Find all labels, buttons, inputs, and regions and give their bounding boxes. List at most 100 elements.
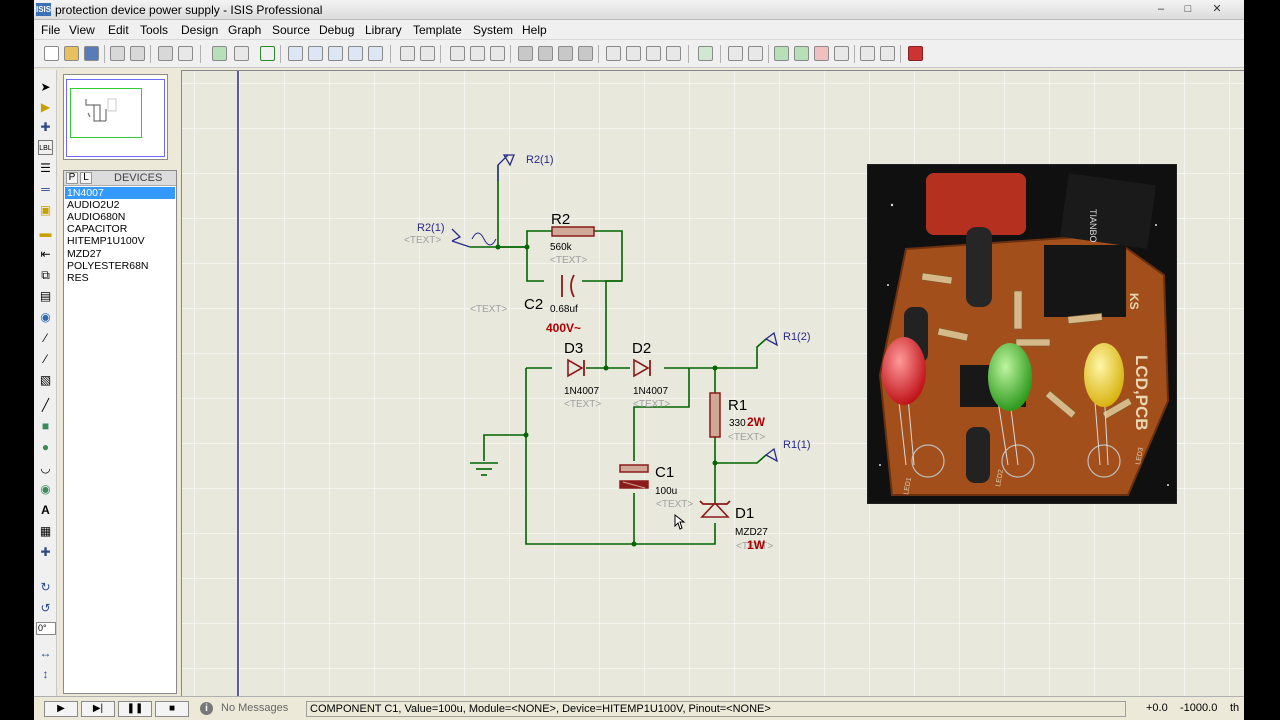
rotate-anticlockwise-icon[interactable]: ↺ (40, 601, 51, 615)
resistor-r1-body[interactable] (709, 392, 721, 438)
save-icon[interactable] (84, 46, 99, 61)
electrical-rules-icon[interactable] (880, 46, 895, 61)
component-mode-icon[interactable]: ▶ (40, 100, 51, 114)
undo-icon[interactable] (400, 46, 415, 61)
device-item[interactable]: MZD27 (67, 248, 102, 260)
zoom-in-icon[interactable] (308, 46, 323, 61)
diode-d3-symbol[interactable] (567, 358, 585, 378)
origin-icon[interactable] (260, 46, 275, 61)
remove-sheet-icon[interactable] (814, 46, 829, 61)
grid-icon[interactable] (234, 46, 249, 61)
mirror-y-icon[interactable]: ↕ (42, 667, 49, 681)
pick-device-icon[interactable] (606, 46, 621, 61)
play-button[interactable]: ▶ (44, 701, 78, 717)
subcircuit-icon[interactable]: ▣ (39, 203, 52, 217)
block-delete-icon[interactable] (578, 46, 593, 61)
info-icon[interactable]: i (200, 702, 213, 715)
device-item[interactable]: HITEMP1U100V (67, 235, 145, 247)
zener-d1-symbol[interactable] (699, 500, 731, 518)
device-item[interactable]: POLYESTER68N (67, 260, 149, 272)
add-sheet-icon[interactable] (794, 46, 809, 61)
library-manager-button[interactable]: L (80, 172, 92, 184)
markers-icon[interactable]: ✚ (40, 545, 51, 559)
wire-autorouter-icon[interactable] (698, 46, 713, 61)
pick-devices-button[interactable]: P (66, 172, 78, 184)
pan-icon[interactable] (288, 46, 303, 61)
capacitor-c2-symbol[interactable] (561, 274, 575, 298)
box-2d-icon[interactable]: ■ (41, 419, 50, 433)
decompose-icon[interactable] (666, 46, 681, 61)
new-file-icon[interactable] (44, 46, 59, 61)
tape-recorder-icon[interactable]: ▤ (39, 289, 52, 303)
zoom-all-icon[interactable] (348, 46, 363, 61)
bill-of-materials-icon[interactable] (860, 46, 875, 61)
terminals-icon[interactable]: ▬ (39, 226, 52, 240)
block-rotate-icon[interactable] (558, 46, 573, 61)
device-item[interactable]: AUDIO680N (67, 211, 126, 223)
packaging-icon[interactable] (646, 46, 661, 61)
zoom-area-icon[interactable] (368, 46, 383, 61)
open-folder-icon[interactable] (64, 46, 79, 61)
step-button[interactable]: ▶| (81, 701, 115, 717)
minimize-button[interactable]: – (1157, 3, 1165, 15)
circle-2d-icon[interactable]: ● (41, 440, 50, 454)
graph-mode-icon[interactable]: ⧉ (41, 268, 50, 282)
print-area-icon[interactable] (178, 46, 193, 61)
arc-2d-icon[interactable]: ◡ (40, 461, 51, 475)
resistor-r2-body[interactable] (551, 226, 595, 237)
maximize-button[interactable]: □ (1184, 3, 1192, 15)
import-icon[interactable] (110, 46, 125, 61)
wire-label-icon[interactable]: LBL (38, 140, 53, 155)
menu-library[interactable]: Library (365, 23, 402, 37)
menu-help[interactable]: Help (522, 23, 547, 37)
text-2d-icon[interactable]: A (41, 503, 50, 517)
redo-icon[interactable] (420, 46, 435, 61)
capacitor-c1-symbol[interactable] (619, 464, 649, 489)
voltage-probe-icon[interactable]: ⁄ (44, 331, 47, 345)
device-item[interactable]: AUDIO2U2 (67, 199, 120, 211)
make-device-icon[interactable] (626, 46, 641, 61)
mirror-x-icon[interactable]: ↔ (39, 646, 52, 660)
menu-debug[interactable]: Debug (319, 23, 355, 37)
refresh-icon[interactable] (212, 46, 227, 61)
paste-icon[interactable] (490, 46, 505, 61)
print-icon[interactable] (158, 46, 173, 61)
menu-template[interactable]: Template (413, 23, 462, 37)
pause-button[interactable]: ❚❚ (118, 701, 152, 717)
text-script-icon[interactable]: ☰ (40, 161, 51, 175)
block-move-icon[interactable] (538, 46, 553, 61)
overview-window[interactable] (63, 74, 168, 160)
menu-view[interactable]: View (69, 23, 95, 37)
close-button[interactable]: ✕ (1212, 3, 1222, 15)
schematic-canvas[interactable]: R2(1) R2(1) R1(2) R1(1) <TEXT> <TEXT> <T… (181, 70, 1244, 696)
zoom-out-icon[interactable] (328, 46, 343, 61)
overview-view-rect[interactable] (70, 88, 142, 138)
block-copy-icon[interactable] (518, 46, 533, 61)
device-pins-icon[interactable]: ⇤ (40, 247, 51, 261)
selection-mode-icon[interactable]: ➤ (40, 80, 51, 94)
symbol-2d-icon[interactable]: ▦ (39, 524, 52, 538)
device-item[interactable]: 1N4007 (65, 187, 175, 199)
generator-icon[interactable]: ◉ (40, 310, 51, 324)
netlist-to-ares-icon[interactable] (908, 46, 923, 61)
device-item[interactable]: RES (67, 272, 89, 284)
stop-button[interactable]: ■ (155, 701, 189, 717)
menu-tools[interactable]: Tools (140, 23, 169, 37)
menu-file[interactable]: File (41, 23, 61, 37)
menu-graph[interactable]: Graph (228, 23, 262, 37)
cut-icon[interactable] (450, 46, 465, 61)
property-assignment-icon[interactable] (748, 46, 763, 61)
buses-icon[interactable]: ═ (41, 182, 50, 196)
path-2d-icon[interactable]: ◉ (40, 482, 51, 496)
device-item[interactable]: CAPACITOR (67, 223, 128, 235)
exit-to-parent-icon[interactable] (834, 46, 849, 61)
virtual-instruments-icon[interactable]: ▧ (39, 373, 52, 387)
menu-design[interactable]: Design (181, 23, 219, 37)
rotation-angle-field[interactable]: 0° (36, 622, 56, 635)
export-icon[interactable] (130, 46, 145, 61)
copy-icon[interactable] (470, 46, 485, 61)
current-probe-icon[interactable]: ⁄ (44, 352, 47, 366)
diode-d2-symbol[interactable] (633, 358, 651, 378)
search-tag-icon[interactable] (728, 46, 743, 61)
menu-edit[interactable]: Edit (108, 23, 129, 37)
